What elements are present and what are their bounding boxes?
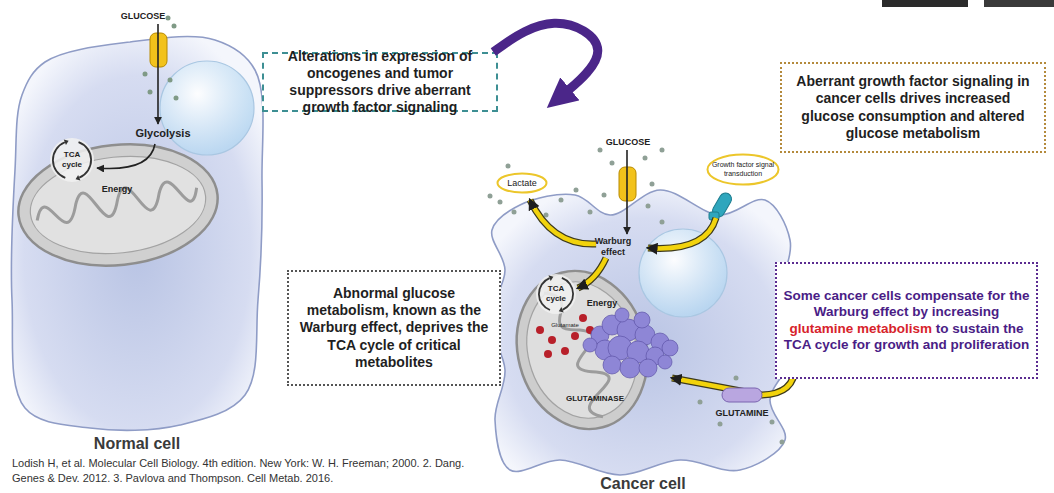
node-content: Growth factor signal transduction [706, 153, 780, 186]
glucose-molecule [488, 194, 493, 199]
callout-box: Abnormal glucose metabolism, known as th… [287, 270, 501, 386]
node-content: TCA cycle [535, 273, 577, 315]
node-content: Alterations in expression of oncogenes a… [264, 54, 496, 110]
normal-cell-outline [8, 36, 266, 454]
node-text: Abnormal glucose metabolism, known as th… [294, 285, 494, 370]
node-content: Lactate [496, 172, 548, 194]
signal-ellipse-outline [708, 155, 779, 185]
glucose-molecule [166, 16, 171, 21]
glucose-molecule [498, 200, 503, 205]
glucose-molecule [643, 156, 648, 161]
node-text: Normal cell [94, 434, 180, 454]
cycle-arrows [50, 138, 94, 182]
tca-cycle: TCA cycle [535, 273, 577, 315]
callout-box: Some cancer cells compensate for the War… [775, 262, 1038, 379]
cycle-arrows [536, 274, 576, 314]
node-text: glutamine metabolism [789, 321, 932, 336]
signal-ellipse: Growth factor signal transduction [706, 153, 780, 186]
pathway-label: Warburg effect [590, 236, 636, 258]
text-block: Alterations in expression of oncogenes a… [270, 48, 490, 116]
node-text: Aberrant growth factor signaling in canc… [788, 73, 1038, 141]
node-content: Some cancer cells compensate for the War… [777, 264, 1036, 377]
molecule-label: GLUCOSE [113, 11, 173, 22]
glucose-molecule [598, 148, 603, 153]
glucose-molecule [610, 161, 615, 166]
text-block: Normal cell [94, 434, 180, 454]
normal-cell: TCA cycleNormal cell [8, 36, 266, 454]
video-thumbnail [984, 0, 1054, 7]
lactate-ellipse: Lactate [496, 172, 548, 194]
reference-note: Lodish H, et al. Molecular Cell Biology.… [12, 456, 474, 486]
flow-arrow [493, 23, 597, 99]
node-content: Abnormal glucose metabolism, known as th… [289, 272, 499, 384]
node-text: TCA cycle [543, 284, 569, 304]
glucose-molecule [650, 182, 655, 187]
node-content: Cancer cell [488, 472, 798, 493]
enzyme-label: GLUTAMINASE [560, 394, 630, 404]
video-thumbnail [882, 0, 968, 7]
cycle-arrows [548, 275, 553, 281]
molecule-label: GLUCOSE [598, 137, 658, 148]
molecule-label: GLUTAMINE [710, 408, 774, 419]
cycle-arrows [64, 140, 69, 146]
tca-cycle: TCA cycle [49, 137, 95, 183]
text-block: Cancer cell [600, 474, 685, 493]
text-block: TCA cycle [59, 150, 85, 170]
video-thumbnail [882, 0, 1054, 7]
text-block: Some cancer cells compensate for the War… [781, 288, 1032, 354]
callout-box: Alterations in expression of oncogenes a… [262, 52, 498, 112]
glucose-molecule [506, 164, 511, 169]
glucose-transporter [619, 167, 636, 201]
node-text: Some cancer cells compensate for the War… [783, 288, 1029, 319]
cycle-arrows [536, 274, 576, 314]
cycle-arrows [559, 307, 564, 313]
text-block: Growth factor signal transduction [711, 161, 775, 178]
node-text: TCA cycle [59, 150, 85, 170]
glucose-molecule [660, 148, 665, 153]
node-text: Cancer cell [600, 474, 685, 493]
lactate-ellipse-outline [498, 174, 547, 193]
glucose-molecule [574, 188, 579, 193]
cycle-arrows [50, 138, 94, 182]
node-content: Aberrant growth factor signaling in canc… [782, 64, 1044, 151]
pathway-label: Glycolysis [128, 127, 198, 140]
node-text: Lactate [507, 178, 537, 189]
cycle-arrows [76, 175, 81, 181]
glucose-molecule [602, 193, 607, 198]
cancer-cell-outline [490, 190, 795, 475]
molecule-label: Glutamate [545, 322, 585, 329]
node-text: Growth factor signal transduction [711, 161, 775, 178]
normal-cell-outline [11, 37, 263, 431]
text-block: Lactate [507, 178, 537, 189]
text-block: Aberrant growth factor signaling in canc… [788, 73, 1038, 141]
node-content: TCA cycle [49, 137, 95, 183]
callout-box: Aberrant growth factor signaling in canc… [780, 62, 1046, 153]
text-block: TCA cycle [543, 284, 569, 304]
output-label: Energy [95, 184, 139, 195]
text-block: Abnormal glucose metabolism, known as th… [294, 285, 494, 370]
glucose-molecule [172, 24, 177, 29]
output-label: Energy [580, 298, 624, 309]
node-content: Normal cell [8, 432, 266, 456]
node-text: Alterations in expression of oncogenes a… [270, 48, 490, 116]
